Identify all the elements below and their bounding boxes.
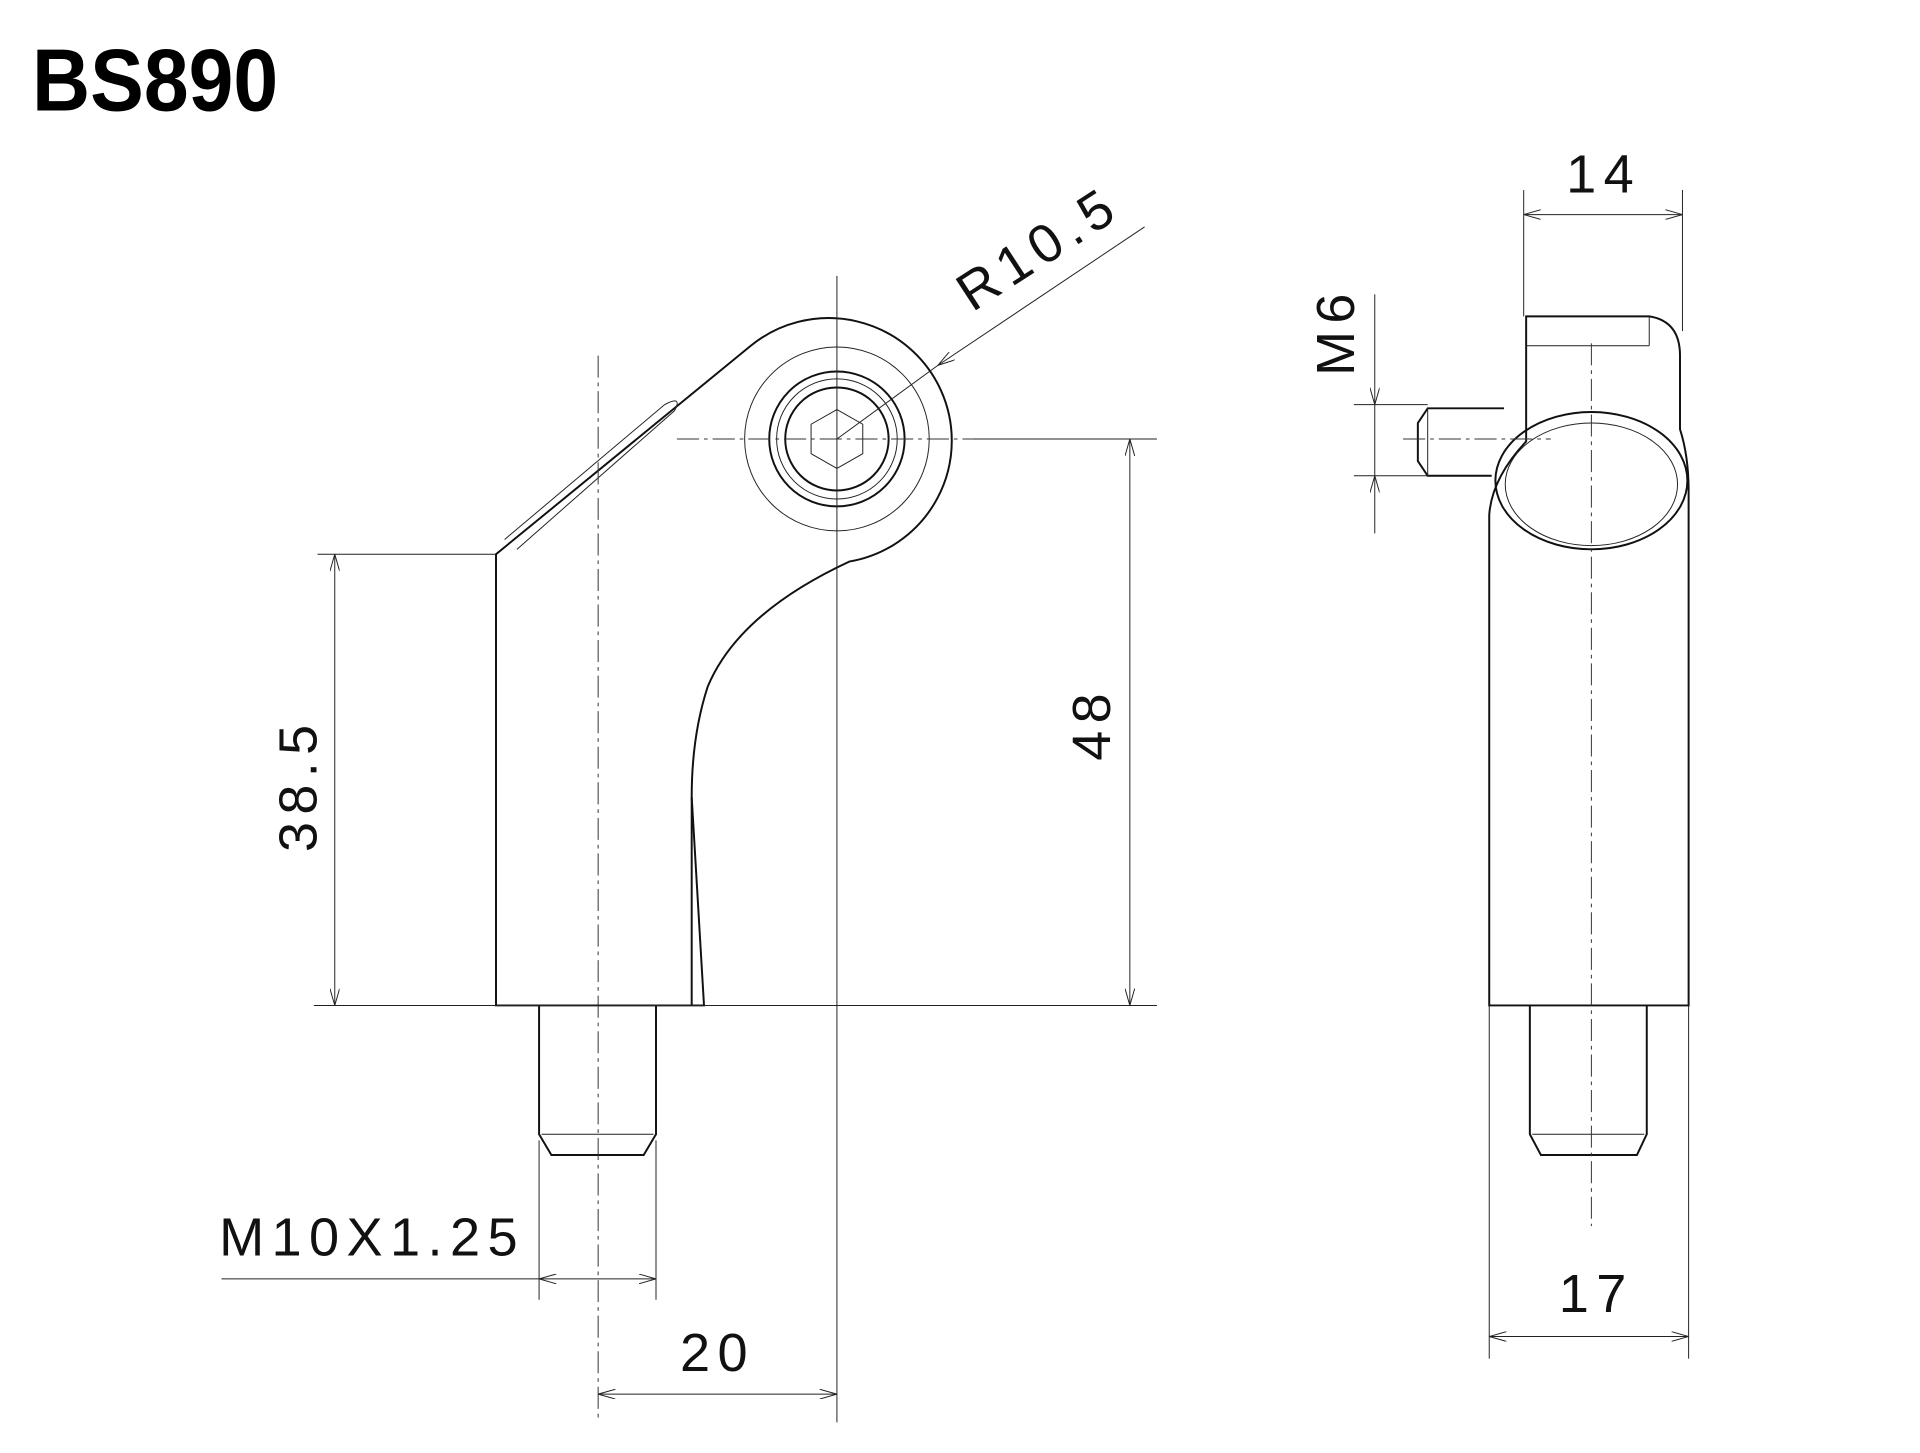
dim-radius: R10.5 bbox=[946, 174, 1131, 323]
dim-top-width: 14 bbox=[1566, 145, 1641, 205]
front-view: 38.5 48 R10.5 M10X1.25 20 bbox=[219, 174, 1157, 1423]
body-outline bbox=[495, 317, 953, 1007]
pin bbox=[1416, 407, 1504, 477]
dim-bottom-width: 17 bbox=[1559, 1264, 1634, 1324]
dim-offset: 20 bbox=[680, 1323, 755, 1383]
side-view: 14 M6 17 bbox=[1306, 145, 1690, 1359]
dim-pin-thread: M6 bbox=[1306, 286, 1366, 376]
dim-total-height: 48 bbox=[1062, 686, 1122, 761]
dim-thread: M10X1.25 bbox=[219, 1208, 525, 1268]
threaded-stud bbox=[538, 1005, 657, 1157]
part-number-title: BS890 bbox=[32, 31, 278, 130]
dim-body-height: 38.5 bbox=[268, 718, 328, 852]
side-stud bbox=[1528, 1005, 1648, 1157]
side-body-outline bbox=[1488, 315, 1690, 1007]
